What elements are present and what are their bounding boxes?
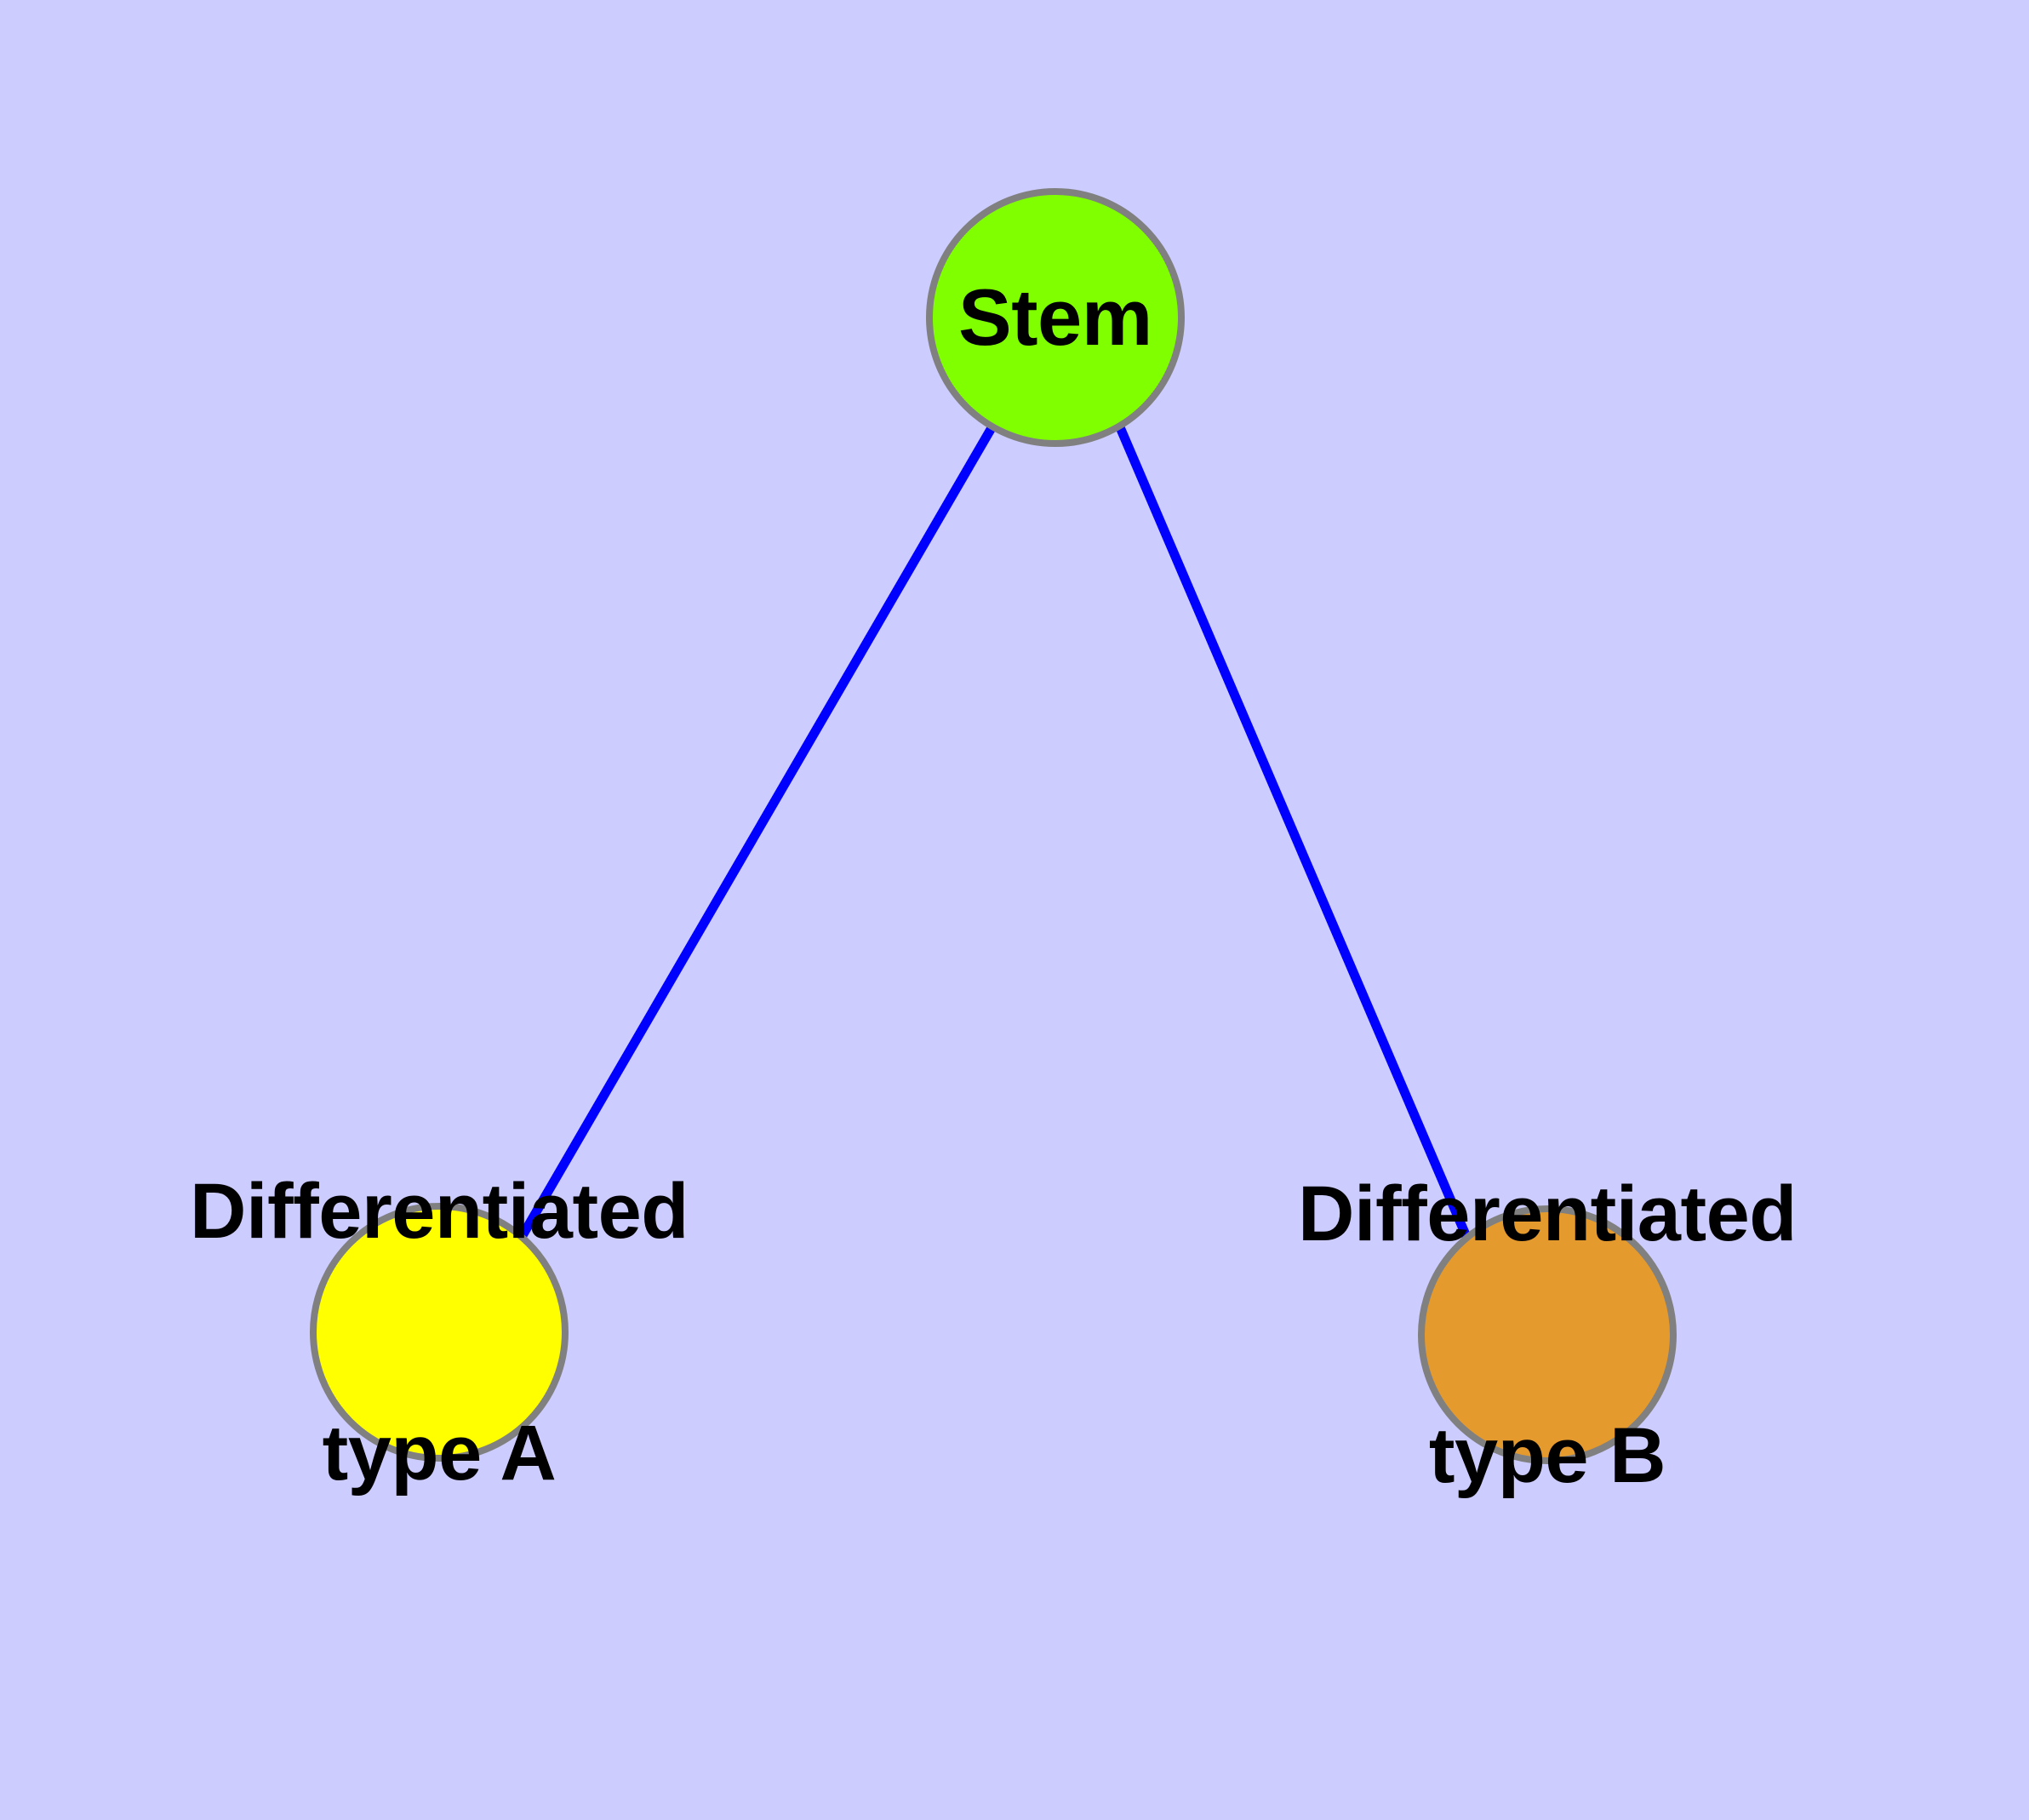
node-stem[interactable] xyxy=(926,188,1185,447)
edge-stem-to-differentiated-type-a xyxy=(517,424,997,1239)
edge-stem-to-differentiated-type-b xyxy=(1115,425,1472,1241)
node-differentiated-type-b[interactable] xyxy=(1418,1205,1677,1464)
node-differentiated-type-a[interactable] xyxy=(310,1203,569,1462)
